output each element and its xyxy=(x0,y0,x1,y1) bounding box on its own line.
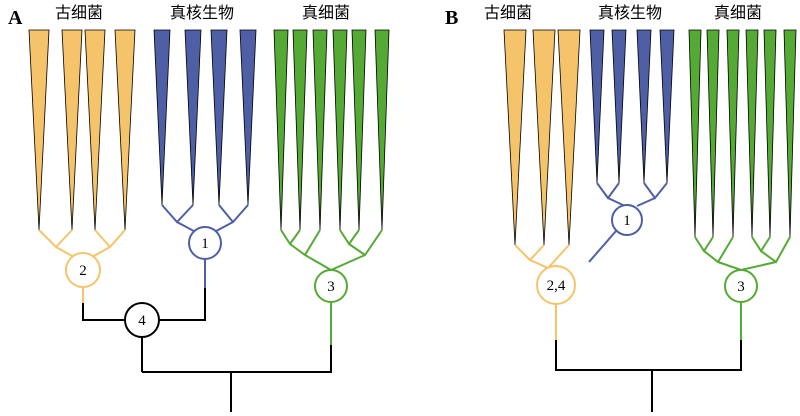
bacteria-wedge xyxy=(332,29,348,231)
bacteria-wedge xyxy=(706,29,720,238)
panel-a-eukaryote-label: 真核生物 xyxy=(170,3,234,22)
panel-b-bacteria-branches xyxy=(694,236,791,272)
panel-a: A 古细菌 真核生物 真细菌 2 xyxy=(8,3,390,412)
panel-a-node-2-label: 2 xyxy=(79,263,87,279)
panel-b-eukaryote-label: 真核生物 xyxy=(598,3,662,22)
archaea-wedge xyxy=(503,29,527,246)
eukaryote-wedge xyxy=(239,29,257,206)
bacteria-wedge xyxy=(273,29,289,231)
eukaryote-wedge xyxy=(636,29,652,184)
bacteria-wedge xyxy=(745,29,759,238)
panel-b-archaea-branches xyxy=(514,244,570,270)
panel-b-eukaryote-wedges xyxy=(589,29,675,184)
panel-a-archaea-label: 古细菌 xyxy=(55,3,103,22)
panel-a-bacteria-branches xyxy=(280,229,383,272)
bacteria-wedge xyxy=(292,29,308,231)
panel-b-node-2-4-label: 2,4 xyxy=(547,278,566,294)
bacteria-wedge xyxy=(351,29,367,231)
panel-a-bacteria-label: 真细菌 xyxy=(302,3,350,22)
panel-a-archaea-wedges xyxy=(28,29,136,231)
archaea-wedge xyxy=(532,29,556,246)
bacteria-wedge xyxy=(374,29,390,231)
eukaryote-wedge xyxy=(659,29,675,184)
eukaryote-wedge xyxy=(210,29,228,206)
archaea-wedge xyxy=(84,29,106,231)
bacteria-wedge xyxy=(763,29,777,238)
panel-b-label: B xyxy=(445,7,458,29)
eukaryote-wedge xyxy=(153,29,171,206)
panel-b-eukaryote-branches xyxy=(588,182,668,263)
archaea-wedge xyxy=(28,29,50,231)
eukaryote-wedge xyxy=(589,29,605,184)
panel-b-bacteria-label: 真细菌 xyxy=(714,3,762,22)
panel-b-archaea-label: 古细菌 xyxy=(484,3,532,22)
panel-b-node-1 xyxy=(611,204,643,236)
panel-b-root-branches xyxy=(555,340,742,412)
eukaryote-wedge xyxy=(611,29,627,184)
bacteria-wedge xyxy=(688,29,702,238)
panel-a-node-4 xyxy=(124,302,160,338)
archaea-wedge xyxy=(114,29,136,231)
archaea-wedge xyxy=(557,29,581,246)
bacteria-wedge xyxy=(726,29,740,238)
panel-a-label: A xyxy=(8,7,23,29)
panel-a-node-4-label: 4 xyxy=(138,313,146,329)
panel-b-node-1-label: 1 xyxy=(623,213,631,229)
panel-b-node-3-label: 3 xyxy=(737,279,745,295)
panel-a-node-1-label: 1 xyxy=(201,236,209,252)
panel-b-archaea-wedges xyxy=(503,29,581,246)
panel-b: B 古细菌 真核生物 真细菌 1 2, xyxy=(445,3,797,412)
archaea-wedge xyxy=(61,29,83,231)
panel-b-bacteria-wedges xyxy=(688,29,797,238)
panel-a-bacteria-wedges xyxy=(273,29,390,231)
panel-a-node-3-label: 3 xyxy=(327,279,335,295)
bacteria-wedge xyxy=(312,29,328,231)
bacteria-wedge xyxy=(783,29,797,238)
eukaryote-wedge xyxy=(184,29,202,206)
panel-a-root-branches xyxy=(82,288,332,412)
panel-a-eukaryote-wedges xyxy=(153,29,257,206)
